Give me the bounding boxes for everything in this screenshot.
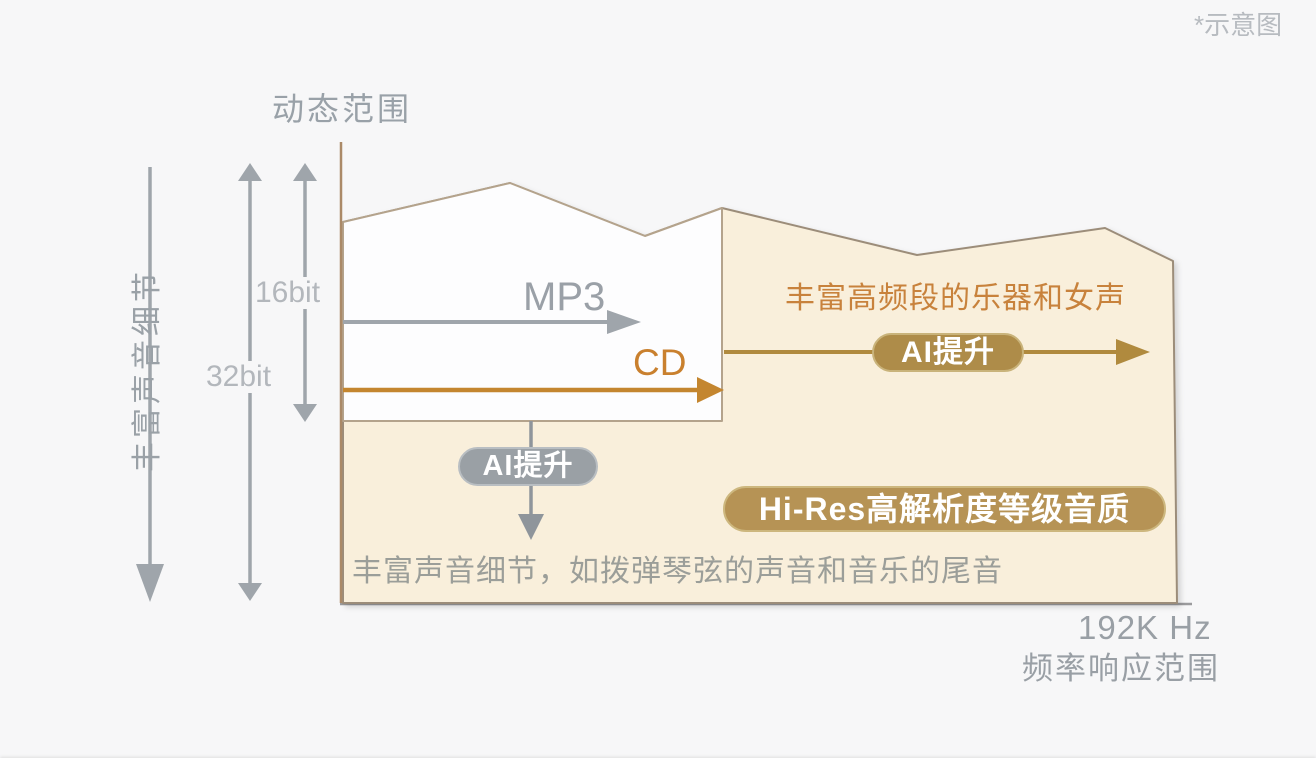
cd-label: CD <box>633 342 687 383</box>
ai-boost-badge-down: AI提升 <box>458 447 598 486</box>
x-axis-max-value: 192K Hz <box>1078 609 1212 646</box>
page-bottom-edge <box>0 758 1316 764</box>
mp3-arrow <box>343 310 641 334</box>
hires-quality-badge: Hi-Res高解析度等级音质 <box>723 486 1166 532</box>
ai-boost-badge-right: AI提升 <box>872 333 1024 372</box>
cd-arrow <box>343 377 724 403</box>
sound-detail-note: 丰富声音细节，如拨弹琴弦的声音和音乐的尾音 <box>352 555 1003 588</box>
schematic-note: *示意图 <box>1194 10 1283 40</box>
x-axis-title: 频率响应范围 <box>1022 651 1220 686</box>
label-32bit: 32bit <box>203 361 275 393</box>
ai-boost-badge-right-label: AI提升 <box>901 335 995 369</box>
high-frequency-note: 丰富高频段的乐器和女声 <box>785 282 1126 315</box>
cd-mp3-area <box>342 182 723 422</box>
label-16bit: 16bit <box>252 277 324 309</box>
hires-quality-badge-label: Hi-Res高解析度等级音质 <box>758 491 1131 527</box>
sound-detail-arrow <box>136 167 164 602</box>
mp3-label: MP3 <box>523 275 606 319</box>
ai-boost-badge-down-label: AI提升 <box>482 450 574 482</box>
left-axis-label: 丰富声音细节 <box>131 268 164 472</box>
y-axis-title: 动态范围 <box>272 91 413 127</box>
